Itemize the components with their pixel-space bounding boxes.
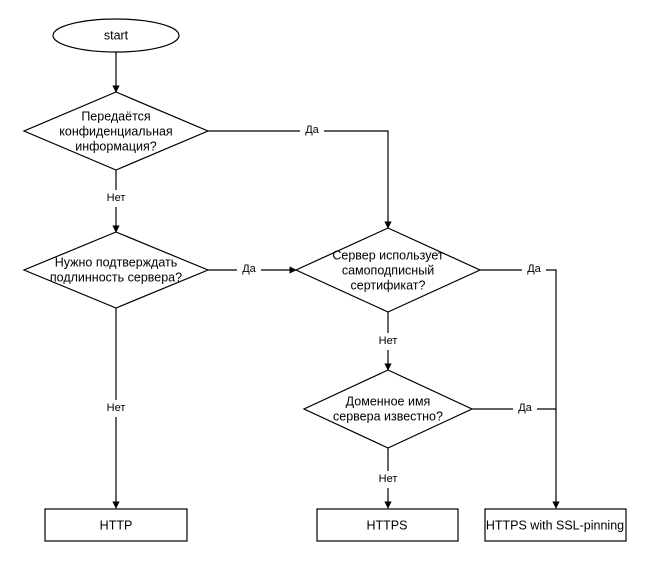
confidential-label-line1: Передаётся	[81, 109, 150, 123]
authenticity-yes-label-bg	[237, 261, 261, 278]
node-decision-confidential[interactable]: Передаётся конфиденциальная информация?	[22, 91, 210, 171]
edge-label-confidential-yes: Да	[300, 122, 324, 139]
start-label: start	[104, 28, 129, 42]
confidential-diamond-shape	[22, 91, 210, 171]
authenticity-no-label-bg	[103, 400, 130, 417]
confidential-label-line3: информация?	[75, 139, 157, 153]
edge-confidential-yes	[208, 130, 392, 229]
edge-label-domain-yes: Да	[513, 400, 537, 417]
node-decision-domain[interactable]: Доменное имя сервера известно?	[302, 369, 474, 449]
authenticity-label-line1: Нужно подтверждать	[55, 255, 178, 269]
domain-no-label: Нет	[379, 473, 398, 485]
confidential-yes-label-bg	[300, 122, 324, 139]
edge-label-selfsigned-yes: Да	[522, 261, 546, 278]
edge-label-authenticity-yes: Да	[237, 261, 261, 278]
node-start[interactable]: start	[52, 18, 180, 53]
selfsigned-label-line3: сертификат?	[351, 278, 426, 292]
confidential-yes-label: Да	[305, 124, 319, 136]
domain-diamond-shape	[302, 369, 474, 449]
edge-label-selfsigned-no: Нет	[375, 333, 402, 350]
start-ellipse-shape	[52, 18, 180, 53]
confidential-no-label-bg	[103, 190, 130, 207]
edge-label-authenticity-no: Нет	[103, 400, 130, 417]
confidential-label-line2: конфиденциальная	[59, 124, 172, 138]
node-decision-authenticity[interactable]: Нужно подтверждать подлинность сервера?	[22, 231, 210, 309]
node-result-http[interactable]: HTTP	[44, 508, 188, 542]
node-result-https[interactable]: HTTPS	[316, 508, 459, 542]
authenticity-diamond-shape	[22, 231, 210, 309]
authenticity-label-line2: подлинность сервера?	[50, 270, 182, 284]
https-label: HTTPS	[367, 518, 408, 532]
node-decision-selfsigned[interactable]: Сервер использует самоподписный сертифик…	[294, 227, 482, 313]
http-label: HTTP	[100, 518, 133, 532]
confidential-no-label: Нет	[107, 192, 126, 204]
http-box-shape	[44, 508, 188, 542]
selfsigned-label-line2: самоподписный	[342, 263, 434, 277]
selfsigned-yes-label-bg	[522, 261, 546, 278]
domain-label-line2: сервера известно?	[333, 409, 443, 423]
https-pinning-label: HTTPS with SSL-pinning	[486, 518, 624, 532]
domain-yes-label-bg	[513, 400, 537, 417]
authenticity-yes-label: Да	[242, 263, 256, 275]
selfsigned-no-label: Нет	[379, 335, 398, 347]
domain-yes-label: Да	[518, 402, 532, 414]
edge-selfsigned-yes	[480, 269, 560, 509]
domain-no-label-bg	[375, 471, 402, 488]
domain-label-line1: Доменное имя	[346, 394, 431, 408]
selfsigned-diamond-shape	[294, 227, 482, 313]
edge-label-confidential-no: Нет	[103, 190, 130, 207]
edge-label-domain-no: Нет	[375, 471, 402, 488]
node-result-https-pinning[interactable]: HTTPS with SSL-pinning	[484, 508, 627, 542]
selfsigned-label-line1: Сервер использует	[332, 248, 444, 262]
authenticity-no-label: Нет	[107, 402, 126, 414]
selfsigned-yes-label: Да	[527, 263, 541, 275]
https-pinning-box-shape	[484, 508, 627, 542]
selfsigned-no-label-bg	[375, 333, 402, 350]
https-box-shape	[316, 508, 459, 542]
